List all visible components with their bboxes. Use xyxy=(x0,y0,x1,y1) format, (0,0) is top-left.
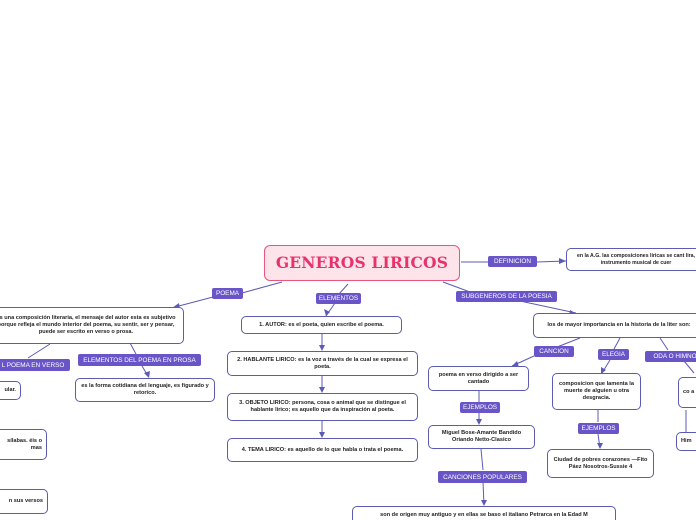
objeto-lirico-node[interactable]: 3. OBJETO LIRICO: persona, cosa o animal… xyxy=(227,393,418,421)
link-sub-oda xyxy=(659,337,669,351)
ejemplos-elegia-node[interactable]: Ciudad de pobres corazones —Fito Páez No… xyxy=(547,449,654,478)
link-node-populares xyxy=(480,448,484,471)
hablante-lirico-node[interactable]: 2. HABLANTE LIRICO: es la voz a través d… xyxy=(227,351,418,376)
central-topic[interactable]: GENEROS LIRICOS xyxy=(264,245,460,281)
link-central-subgeneros xyxy=(442,281,471,293)
link-sub-elegia xyxy=(613,337,621,350)
link-sub-cancion xyxy=(556,337,581,348)
autor-node[interactable]: 1. AUTOR: es el poeta, quien escribe el … xyxy=(241,316,402,334)
link-central-poema xyxy=(241,281,283,294)
verso-node-1[interactable]: ular. xyxy=(0,381,21,400)
link-oda-node xyxy=(683,360,695,374)
link-poema-verso xyxy=(27,343,51,359)
arrow-hablante xyxy=(319,345,325,351)
link-poema-node xyxy=(174,296,214,308)
ejemplos-oda-node[interactable]: Him xyxy=(676,432,696,451)
link-poema-prosa xyxy=(129,342,137,355)
label-cancion[interactable]: CANCION xyxy=(534,346,574,357)
label-definicion[interactable]: DEFINICION xyxy=(488,256,537,267)
prosa-node[interactable]: es la forma cotidiana del lenguaje, es f… xyxy=(75,378,215,402)
arrow-ejemplos-cancion xyxy=(476,419,482,425)
label-subgeneros[interactable]: SUBGENEROS DE LA POESIA xyxy=(456,291,557,302)
label-elegia[interactable]: ELEGIA xyxy=(598,349,629,360)
label-canciones-populares[interactable]: CANCIONES POPULARES xyxy=(438,471,527,483)
link-subgeneros-node xyxy=(519,300,577,314)
definicion-node[interactable]: en la A.G. las composiciones líricas se … xyxy=(566,248,696,271)
label-elementos[interactable]: ELEMENTOS xyxy=(316,293,361,304)
arrow-elegia xyxy=(601,367,606,374)
label-poema[interactable]: POEMA xyxy=(212,288,243,299)
oda-node[interactable]: co a xyxy=(678,377,696,408)
label-ejemplos-elegia[interactable]: EJEMPLOS xyxy=(578,423,619,434)
label-ejemplos-cancion[interactable]: EJEMPLOS xyxy=(460,402,500,413)
ejemplos-cancion-node[interactable]: Miguel Bose-Amante Bandido Oriando Netto… xyxy=(428,425,535,449)
label-elementos-prosa[interactable]: ELEMENTOS DEL POEMA EN PROSA xyxy=(78,354,201,366)
arrow-ejemplos-elegia xyxy=(597,443,603,449)
subgeneros-node[interactable]: los de mayor importancia en la historia … xyxy=(533,313,696,338)
label-elementos-verso[interactable]: L POEMA EN VERSO xyxy=(0,359,70,371)
cancion-node[interactable]: poema en verso dirigido a ser cantado xyxy=(428,366,529,391)
poema-definition-node[interactable]: es una composición literaria, el mensaje… xyxy=(0,307,184,344)
link-central-elementos xyxy=(338,283,349,295)
arrow-autor xyxy=(324,309,330,316)
arrow-prosa xyxy=(144,371,150,378)
elegia-node[interactable]: composicion que lamenta la muerte de alg… xyxy=(552,373,641,410)
arrow-populares xyxy=(481,500,487,506)
verso-node-2[interactable]: sílabas. éis o mas xyxy=(0,429,47,460)
arrow-definicion xyxy=(559,258,566,264)
arrow-objeto xyxy=(319,387,325,393)
arrow-cancion xyxy=(512,361,519,367)
arrow-tema xyxy=(319,432,325,438)
label-oda[interactable]: ODA O HIMNO xyxy=(645,351,696,362)
verso-node-3[interactable]: n sus versos xyxy=(0,489,48,514)
tema-lirico-node[interactable]: 4. TEMA LIRICO: es aquello de lo que hab… xyxy=(227,438,418,462)
canciones-populares-node[interactable]: son de origen muy antiguo y en ellas se … xyxy=(352,506,616,520)
